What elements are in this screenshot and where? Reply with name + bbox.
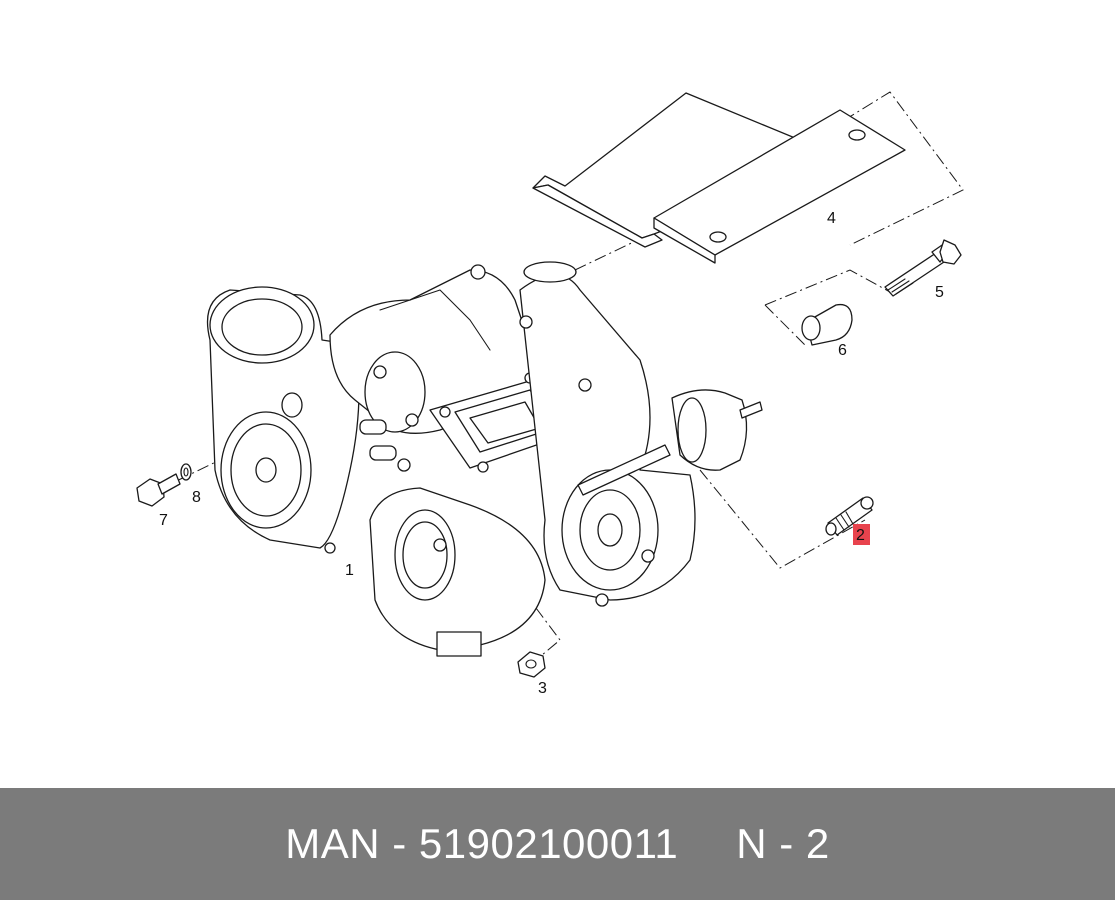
part-number: 51902100011 [418, 820, 679, 867]
callout-3: 3 [538, 680, 547, 697]
washer [180, 463, 192, 481]
heat-shield-bracket [532, 92, 906, 264]
turbocharger-exploded-diagram: 1 2 3 4 5 6 7 8 [136, 91, 964, 697]
callouts: 1 2 3 4 5 6 7 8 [159, 210, 944, 697]
callout-8: 8 [192, 489, 201, 506]
rubber-bushing [801, 303, 853, 346]
stud-bolt [825, 496, 874, 536]
brand-name: MAN [285, 820, 381, 867]
callout-7: 7 [159, 512, 168, 529]
callout-2: 2 [856, 527, 865, 544]
hex-bolt [136, 473, 181, 507]
turbocharger-assembly [206, 261, 763, 657]
callout-2-highlight [853, 524, 870, 545]
callout-6: 6 [838, 342, 847, 359]
position-number: 2 [805, 820, 830, 867]
mounting-bolt [884, 239, 962, 297]
separator: - [779, 820, 794, 867]
callout-5: 5 [935, 284, 944, 301]
callout-1: 1 [345, 562, 354, 579]
callout-4: 4 [827, 210, 836, 227]
part-info-footer: MAN - 51902100011 N - 2 [0, 788, 1115, 900]
hex-nut [517, 651, 546, 678]
position-label: N [736, 820, 768, 867]
separator: - [392, 820, 407, 867]
